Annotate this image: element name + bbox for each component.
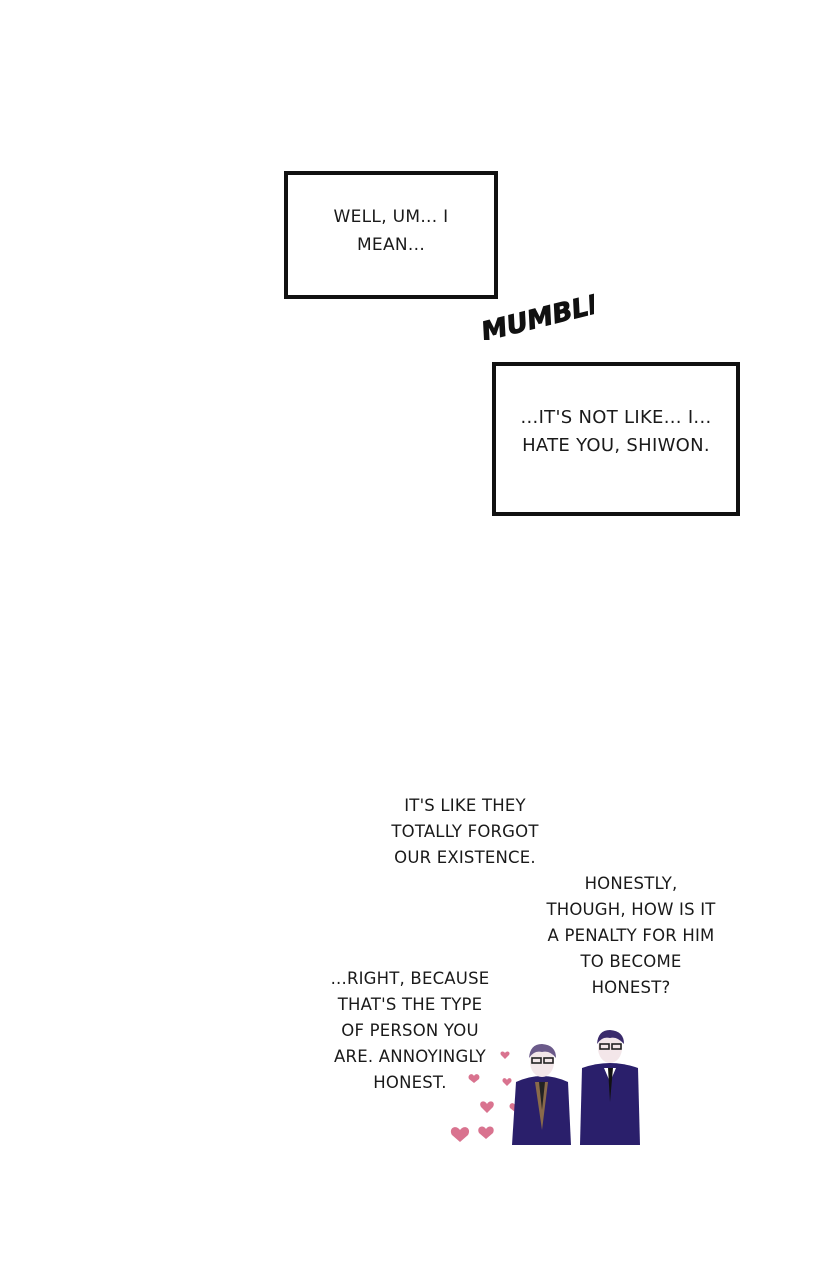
caption-forgot-existence: IT'S LIKE THEY TOTALLY FORGOT OUR EXISTE… (391, 796, 539, 867)
sfx-text: MUMBLE (478, 288, 594, 340)
mumble-sfx: MUMBLE (478, 287, 594, 340)
character-right (580, 1030, 640, 1145)
speech-box-not-like: ...IT'S NOT LIKE... I... HATE YOU, SHIWO… (492, 362, 740, 516)
speech-text: WELL, UM... I MEAN... (333, 207, 449, 255)
speech-box-well-um: WELL, UM... I MEAN... (284, 171, 498, 299)
caption-honestly-penalty: HONESTLY, THOUGH, HOW IS IT A PENALTY FO… (546, 874, 716, 997)
character-left (512, 1044, 571, 1145)
chibi-characters-illustration (450, 1030, 640, 1145)
caption-annoyingly-honest: ...RIGHT, BECAUSE THAT'S THE TYPE OF PER… (330, 969, 490, 1092)
speech-text: ...IT'S NOT LIKE... I... HATE YOU, SHIWO… (520, 407, 712, 456)
hearts-icon (450, 1051, 521, 1142)
